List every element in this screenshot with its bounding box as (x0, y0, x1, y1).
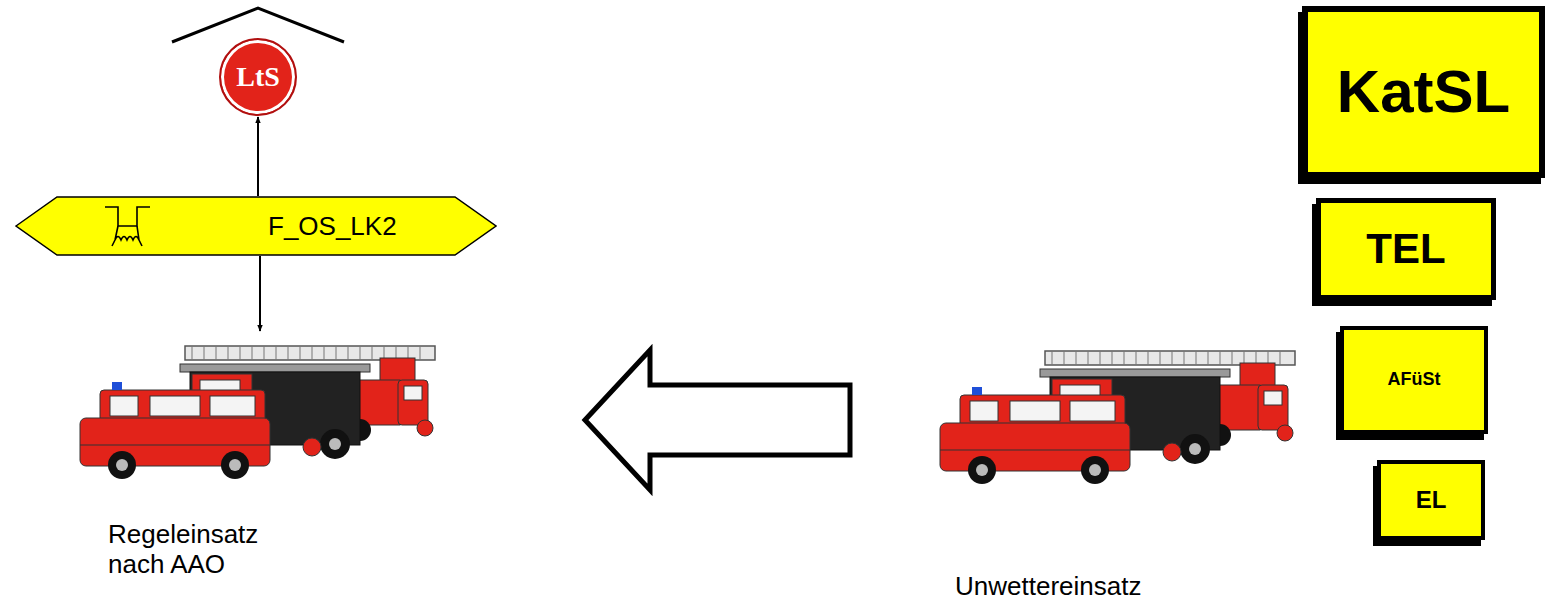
station-circle: LtS (219, 38, 297, 116)
command-box: TEL (1316, 198, 1496, 300)
vehicle-illustration (80, 346, 435, 479)
node-label: TEL (1366, 224, 1445, 274)
node-label: EL (1416, 486, 1447, 514)
receiver-symbol (105, 207, 150, 246)
command-box: AFüSt (1340, 326, 1488, 434)
signal-arrow (257, 117, 259, 196)
node-label: LtS (236, 60, 280, 93)
caption-text: Unwettereinsatz (955, 571, 1141, 602)
band-outline (15, 196, 497, 256)
node-label: KatSL (1337, 57, 1510, 128)
band-shape (16, 197, 496, 255)
roof-symbol (172, 8, 344, 42)
vehicle-illustration (940, 351, 1295, 484)
vehicle-group: Regeleinsatz nach AAO (75, 335, 445, 580)
signal-arrow (259, 256, 261, 331)
transfer-arrow (585, 350, 850, 490)
command-box: EL (1377, 460, 1485, 540)
caption-text: Regeleinsatz nach AAO (108, 519, 298, 580)
node-label: AFüSt (1388, 369, 1441, 390)
node-label: F_OS_LK2 (268, 211, 397, 242)
vehicle-group: Unwettereinsatz (935, 340, 1290, 602)
radio-band: F_OS_LK2 (15, 196, 497, 256)
command-box: KatSL (1302, 6, 1545, 178)
